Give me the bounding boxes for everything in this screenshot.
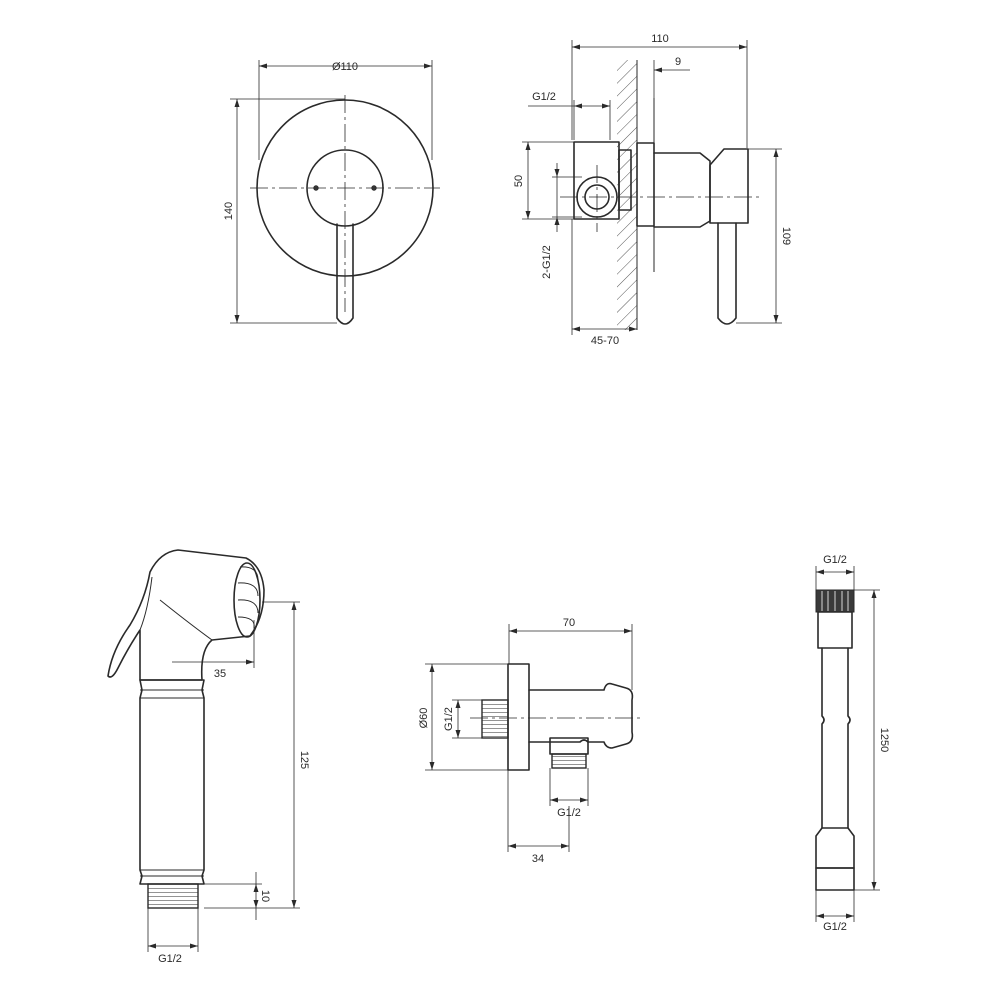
spray-thread (147, 883, 199, 909)
dim-side-body-height: 50 (513, 175, 525, 187)
dim-spray-length: 125 (298, 751, 310, 769)
valve-side-view: 110 9 G1/2 50 2-G1/2 109 (513, 33, 792, 347)
dim-spray-thread-length: 10 (259, 890, 271, 902)
elbow-inlet-thread (481, 699, 509, 739)
hose-view: G1/2 1250 G1/2 (815, 554, 890, 933)
dim-spray-thread: G1/2 (158, 953, 182, 965)
dim-elbow-length: 70 (563, 617, 575, 629)
dim-side-install-depth: 45-70 (591, 335, 619, 347)
dim-elbow-flange-diameter: Ø60 (418, 708, 430, 729)
dim-front-diameter: Ø110 (332, 61, 358, 73)
wall-section (617, 60, 637, 330)
handle-head (709, 148, 749, 224)
dim-side-cover-offset: 9 (675, 56, 681, 68)
dim-hose-bottom-thread: G1/2 (823, 921, 847, 933)
dim-hose-length: 1250 (878, 728, 890, 752)
dim-side-handle-height: 109 (780, 227, 792, 245)
dim-spray-nozzle-offset: 35 (214, 668, 226, 680)
spray-grip (139, 679, 205, 885)
valve-inlet-stub (618, 149, 632, 211)
dim-hose-top-thread: G1/2 (823, 554, 847, 566)
valve-front-view: Ø110 140 (223, 60, 440, 325)
elbow-flange (507, 663, 530, 771)
spray-nozzle (233, 562, 261, 638)
hand-spray-view: 35 125 10 G1/2 (107, 549, 310, 965)
dim-side-depth: 110 (651, 33, 669, 45)
dim-elbow-outlet-offset: 34 (532, 853, 544, 865)
cover-plate (636, 142, 655, 227)
dim-side-thread: G1/2 (532, 91, 556, 103)
hose-bottom-nut (815, 867, 855, 891)
dim-front-height: 140 (223, 202, 235, 220)
spindle (653, 152, 711, 228)
wall-elbow-view: 70 Ø60 G1/2 G1/2 34 (418, 617, 640, 865)
hose-tube (821, 647, 851, 829)
spray-head (107, 549, 265, 681)
side-handle-lever (717, 222, 737, 325)
hose-top-ferrule (817, 611, 853, 649)
dim-elbow-inlet-thread: G1/2 (443, 707, 455, 731)
dim-side-ports: 2-G1/2 (541, 245, 553, 279)
handle-lever (336, 223, 354, 325)
hose-bottom-ferrule (815, 827, 855, 869)
elbow-outlet-thread (551, 753, 587, 769)
